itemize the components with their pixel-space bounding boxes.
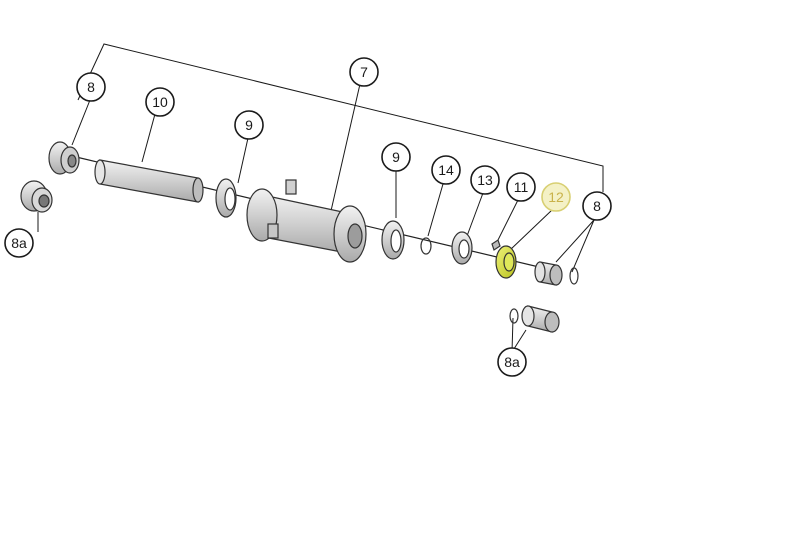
callout-8-right: 8 [582, 191, 612, 221]
callout-11: 11 [506, 172, 536, 202]
svg-text:8: 8 [593, 198, 601, 214]
callout-9-left: 9 [234, 110, 264, 140]
bracket-lines [77, 43, 604, 192]
part-9-left-bearing [215, 178, 237, 218]
svg-text:8: 8 [87, 79, 95, 95]
svg-text:10: 10 [152, 94, 168, 110]
part-9-right-bearing [381, 220, 405, 260]
part-8a-bottom-endcap [521, 305, 560, 333]
callout-8a-left: 8a [4, 228, 34, 258]
callout-8-top: 8 [76, 72, 106, 102]
svg-text:12: 12 [548, 189, 564, 205]
part-7-hub-body [246, 179, 367, 263]
callout-10: 10 [145, 87, 175, 117]
leader-lines [37, 83, 595, 353]
callout-13: 13 [470, 165, 500, 195]
part-14-o-ring [420, 237, 432, 255]
part-11-pin [491, 239, 501, 251]
svg-text:8a: 8a [11, 235, 27, 251]
part-8-right-o-ring [569, 267, 579, 285]
callout-14: 14 [431, 155, 461, 185]
callout-7: 7 [349, 57, 379, 87]
svg-text:11: 11 [514, 179, 529, 195]
svg-text:9: 9 [392, 149, 400, 165]
svg-text:14: 14 [438, 162, 454, 178]
callout-9-right: 9 [381, 142, 411, 172]
callout-8a-bottom: 8a [497, 347, 527, 377]
part-13-washer [451, 231, 473, 265]
part-12-highlighted-ring [495, 245, 517, 279]
svg-text:9: 9 [245, 117, 253, 133]
svg-text:8a: 8a [504, 354, 520, 370]
svg-text:7: 7 [360, 64, 368, 80]
part-8a-bottom-o-ring [509, 308, 519, 324]
part-8a-left-endcap [20, 180, 53, 213]
part-8-left-endcap [48, 141, 80, 175]
callout-12-highlighted: 12 [541, 182, 571, 212]
svg-text:13: 13 [477, 172, 493, 188]
part-8-right-endcap [534, 261, 563, 286]
part-10-axle [94, 159, 204, 203]
